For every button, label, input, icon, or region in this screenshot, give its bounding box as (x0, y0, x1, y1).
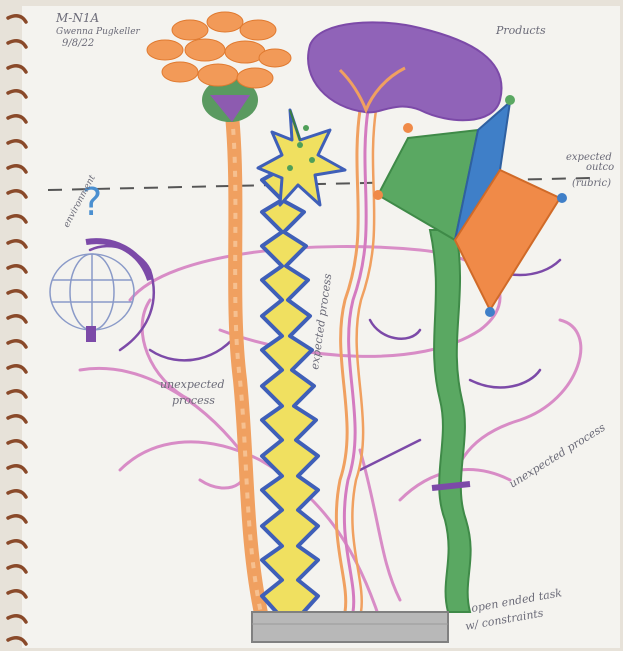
unexpected-process-label-left-2: process (172, 394, 215, 407)
unexpected-process-label-left-1: unexpected (160, 378, 225, 391)
expected-outcome-label-3: (rubric) (572, 178, 611, 189)
base-block (252, 612, 448, 642)
author-name: Gwenna Pugkeller (56, 27, 141, 37)
products-label: Products (495, 24, 546, 37)
expected-outcome-label-2: outco (586, 162, 614, 173)
sheet-id: M-N1A (55, 11, 99, 25)
date: 9/8/22 (62, 38, 94, 49)
